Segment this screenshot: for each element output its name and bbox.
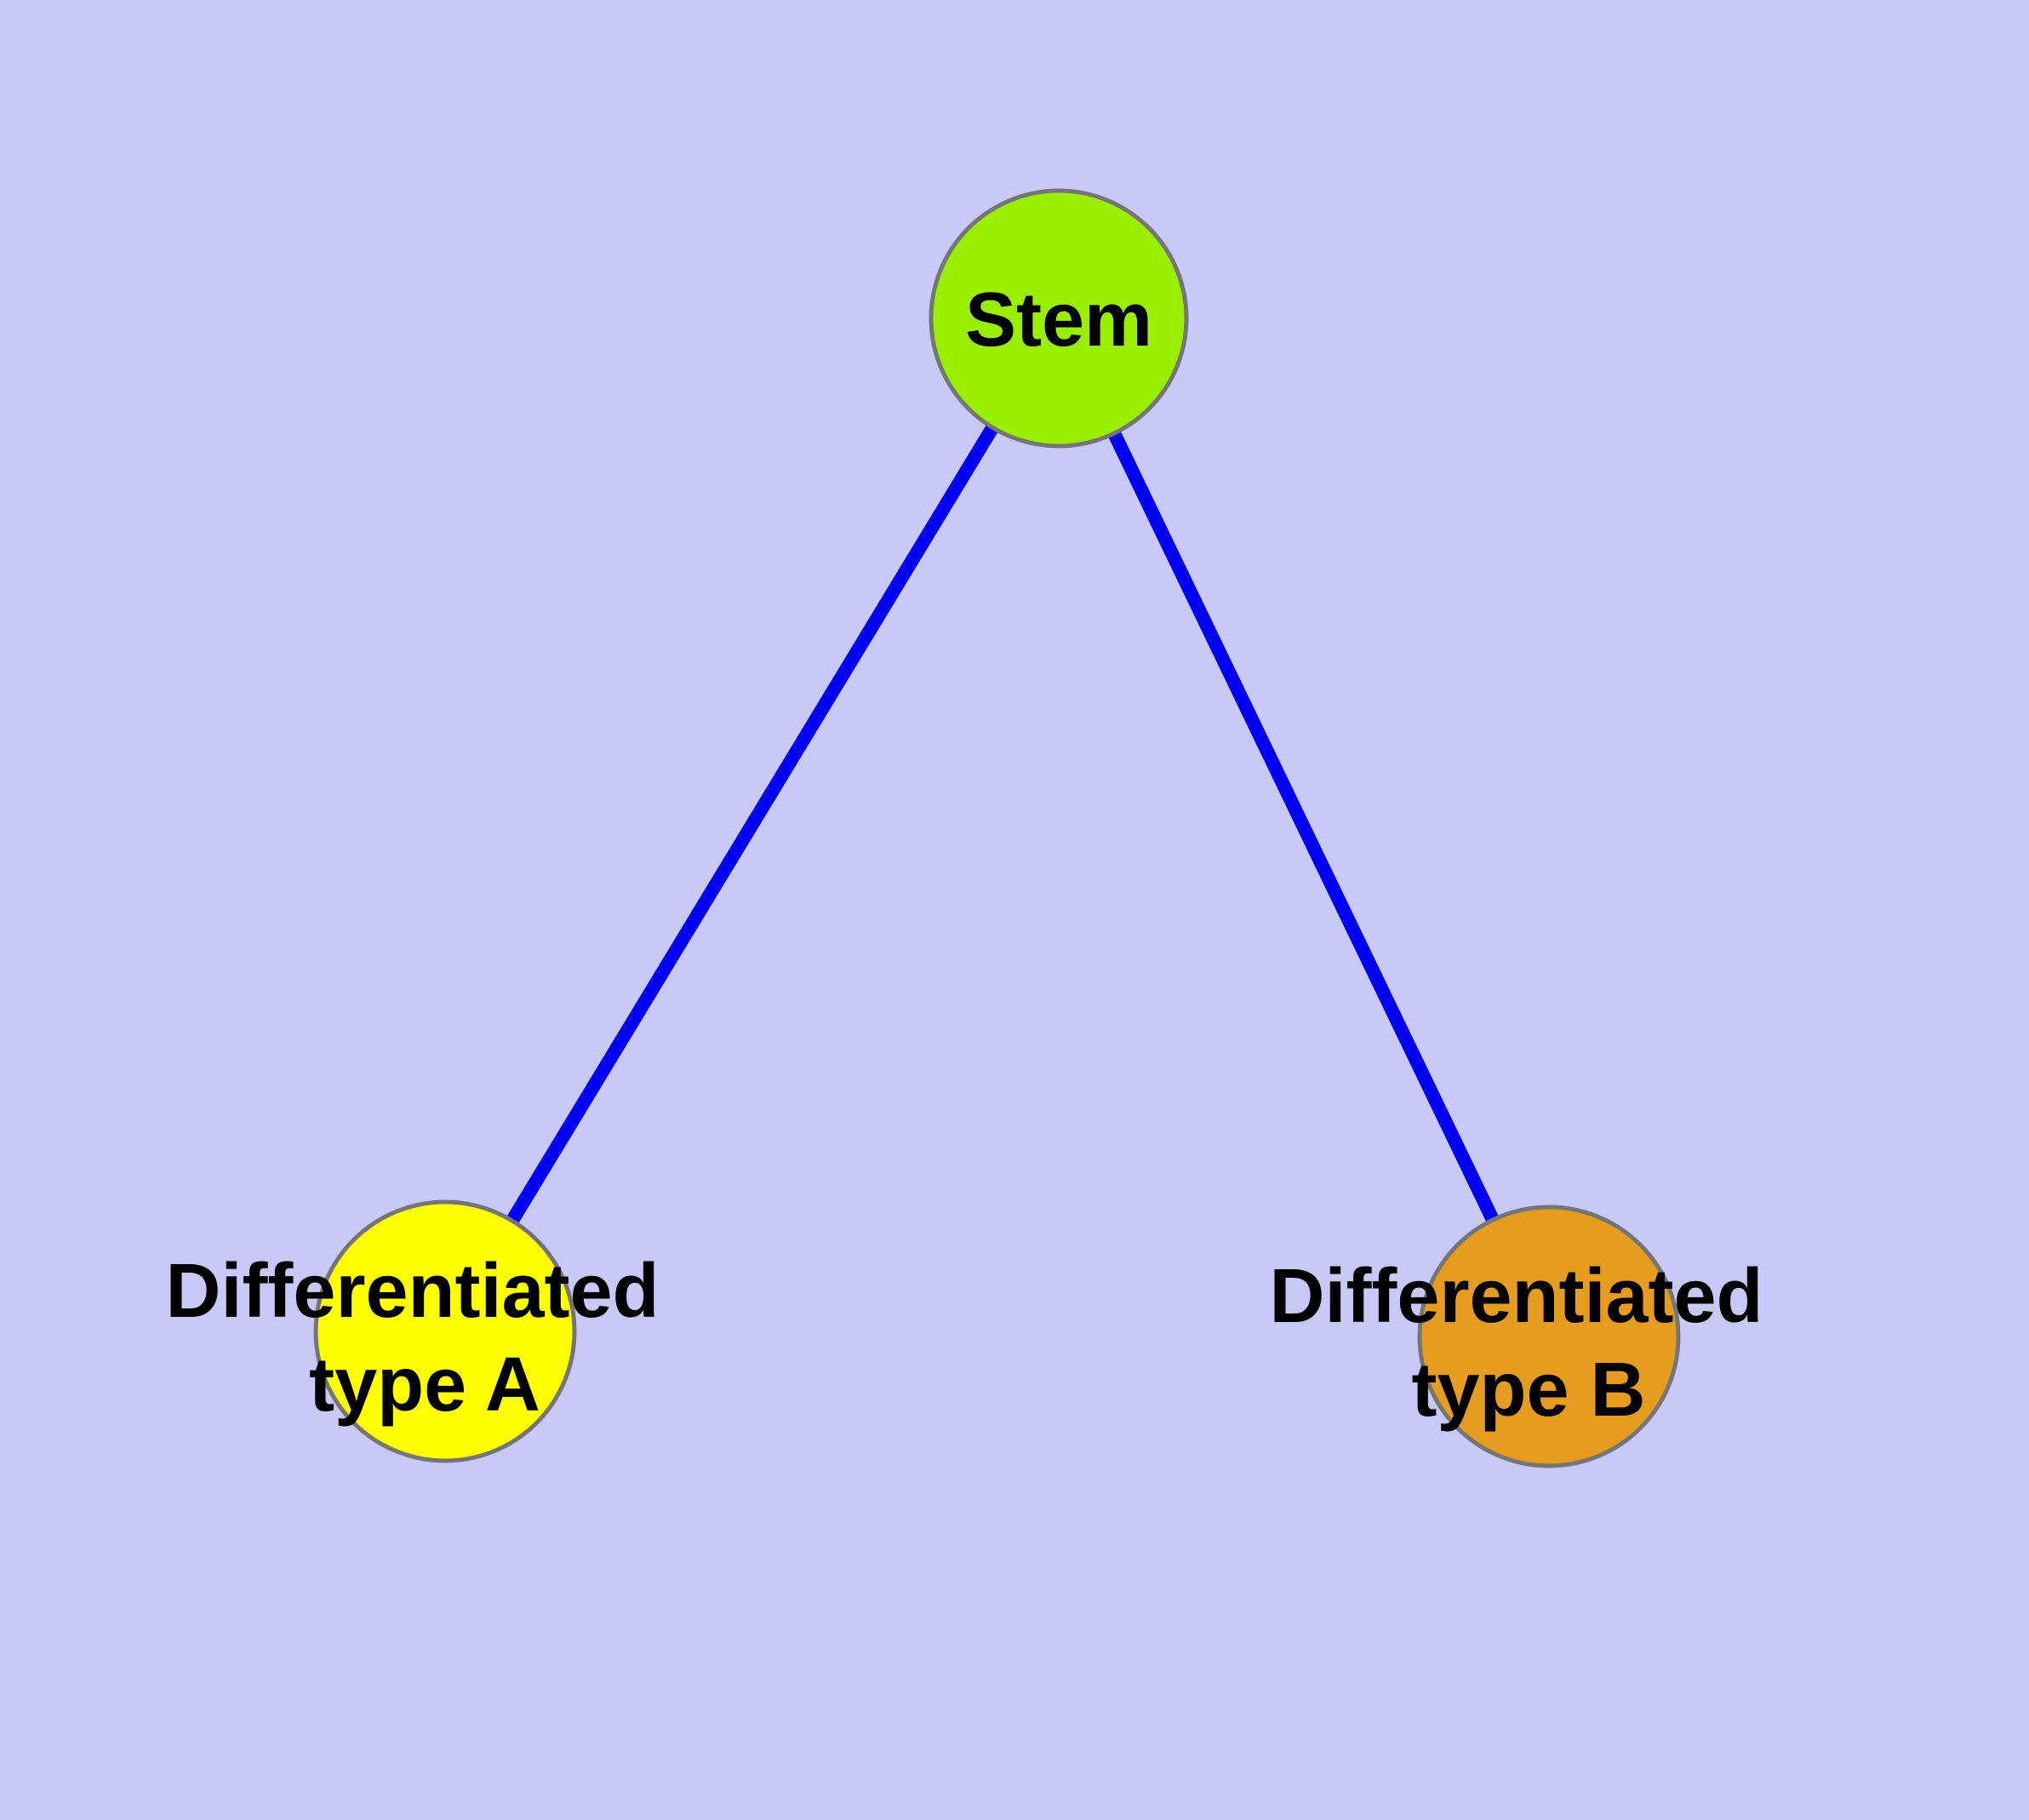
node-type-a-circle	[313, 1199, 577, 1463]
edge-stem-to-type-a	[439, 314, 1065, 1336]
node-type-b-label-line2: type B	[1411, 1348, 1645, 1433]
node-differentiated-type-a: Differentiated type A	[165, 1199, 680, 1463]
node-type-b-label-line1: Differentiated	[1269, 1254, 1763, 1339]
node-type-a-label-line2: type A	[309, 1342, 540, 1428]
node-type-b-label: Differentiated type B	[1269, 1254, 1784, 1433]
edge-stem-to-type-b	[1052, 315, 1556, 1340]
node-stem-label: Stem	[965, 278, 1152, 363]
node-stem: Stem	[929, 188, 1189, 449]
node-type-a-label: Differentiated type A	[165, 1249, 680, 1428]
node-stem-circle	[929, 188, 1189, 449]
node-type-a-label-line1: Differentiated	[165, 1249, 659, 1334]
node-type-b-circle	[1417, 1205, 1681, 1468]
node-differentiated-type-b: Differentiated type B	[1269, 1205, 1784, 1468]
